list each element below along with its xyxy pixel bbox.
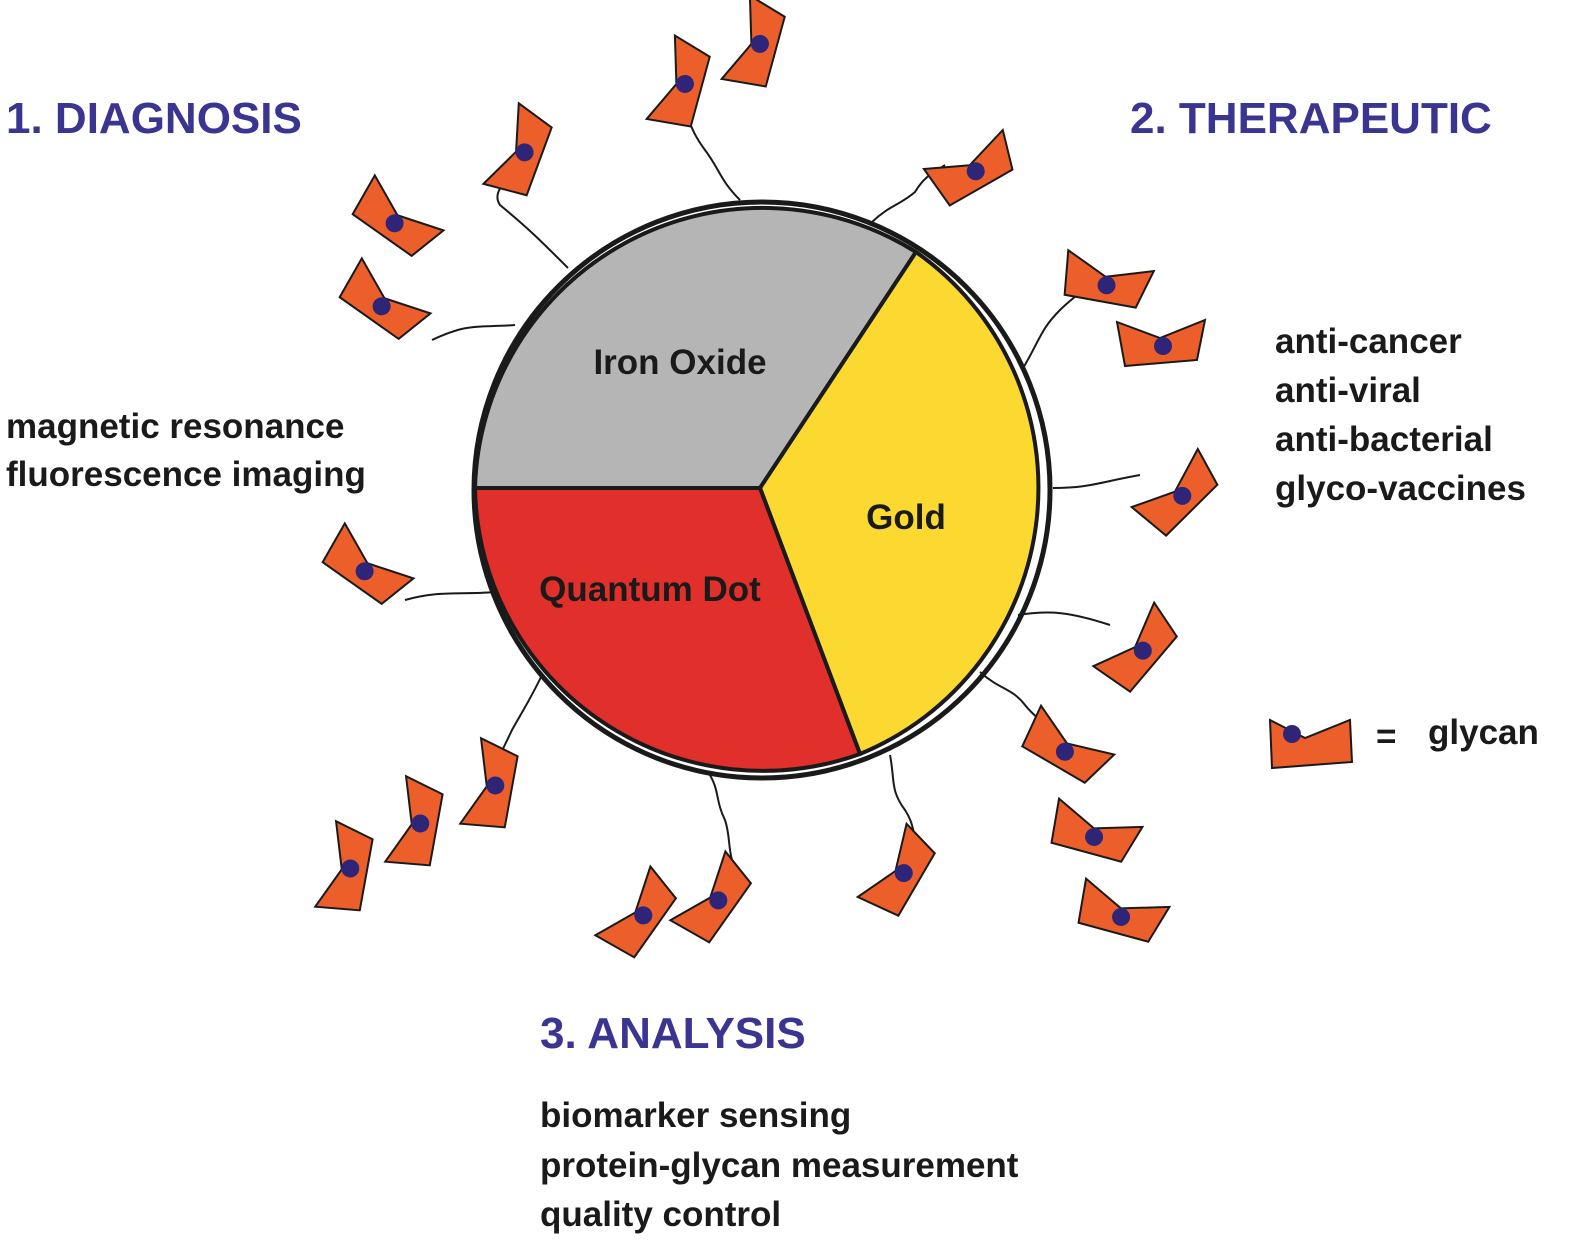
glycan: [855, 821, 936, 917]
linker-chains: [404, 99, 1141, 861]
linker-chain: [707, 771, 733, 861]
glycan-dot: [1085, 827, 1104, 846]
glycan: [481, 101, 553, 197]
glycan-dot: [372, 297, 391, 316]
glycan-icon-shape: [1268, 718, 1354, 770]
glycan-groups: [313, 0, 1219, 959]
gold-label: Gold: [866, 498, 946, 537]
glycan-dot: [486, 776, 505, 795]
therapeutic-line-3: anti-bacterial: [1275, 420, 1493, 459]
glycan: [458, 736, 519, 829]
glycan-dot: [355, 562, 374, 581]
glycan: [321, 521, 416, 606]
analysis-line-2: protein-glycan measurement: [540, 1146, 1019, 1185]
linker-chain: [404, 591, 496, 601]
glycan: [593, 864, 678, 959]
iron-oxide-label: Iron Oxide: [593, 343, 766, 382]
glycan: [313, 819, 374, 912]
glycan: [383, 774, 444, 867]
therapeutic-heading: 2. THERAPEUTIC: [1130, 94, 1492, 143]
legend: = glycan: [1268, 713, 1539, 770]
glycan-dot: [675, 74, 694, 93]
therapeutic-line-4: glyco-vaccines: [1275, 469, 1526, 508]
analysis-line-1: biomarker sensing: [540, 1096, 851, 1135]
glycan: [1129, 446, 1219, 537]
glycan-dot: [1133, 641, 1152, 660]
analysis-heading: 3. ANALYSIS: [540, 1009, 806, 1058]
gold-segment: [758, 250, 1041, 756]
legend-label: glycan: [1428, 713, 1539, 752]
glycan-icon-body: [1268, 718, 1354, 770]
linker-chain: [1052, 474, 1141, 489]
glycan: [1063, 248, 1156, 309]
glycan: [1077, 876, 1172, 943]
legend-equals: =: [1376, 717, 1396, 756]
glycan: [922, 127, 1014, 207]
glycan: [1115, 318, 1207, 368]
diagnosis-line-1: magnetic resonance: [6, 407, 344, 446]
glycan: [1091, 600, 1179, 694]
quantum-dot-label: Quantum Dot: [539, 570, 761, 609]
linker-chain: [1021, 287, 1086, 371]
glycan-icon-dot: [1283, 725, 1301, 743]
glycan: [338, 256, 433, 341]
analysis-section: 3. ANALYSIS biomarker sensing protein-gl…: [540, 1009, 1019, 1234]
glycan: [644, 33, 711, 128]
glycan-dot: [1097, 276, 1116, 295]
glycan-dot: [1055, 742, 1074, 761]
glycan-dot: [750, 34, 769, 53]
therapeutic-line-1: anti-cancer: [1275, 322, 1462, 361]
glycan: [1021, 703, 1117, 784]
glycan-dot: [634, 906, 653, 925]
glycan-dot: [894, 864, 913, 883]
glycan-dot: [385, 214, 404, 233]
therapeutic-line-2: anti-viral: [1275, 371, 1421, 410]
diagnosis-heading: 1. DIAGNOSIS: [6, 94, 302, 143]
glycan-dot: [411, 814, 430, 833]
linker-chain: [431, 324, 516, 341]
glycan-dot: [709, 891, 728, 910]
glycan: [1050, 796, 1145, 863]
glycan-dot: [1154, 337, 1172, 355]
glycan-dot: [515, 143, 534, 162]
glycan-dot: [1173, 486, 1192, 505]
glycan: [719, 0, 786, 88]
glycan: [351, 173, 446, 258]
nanoparticle-outline: [471, 199, 1053, 781]
diagnosis-section: 1. DIAGNOSIS magnetic resonance fluoresc…: [6, 94, 366, 494]
therapeutic-section: 2. THERAPEUTIC anti-cancer anti-viral an…: [1130, 94, 1526, 508]
glycan-dot: [966, 162, 985, 181]
quantum-dot-segment: [473, 486, 862, 773]
nanoparticle: Iron Oxide Gold Quantum Dot: [471, 199, 1053, 781]
analysis-line-3: quality control: [540, 1195, 781, 1234]
diagnosis-line-2: fluorescence imaging: [6, 455, 366, 494]
linker-chain: [1017, 611, 1111, 626]
glycan-dot: [1112, 907, 1131, 926]
glycan-icon: [1268, 718, 1354, 770]
glycan-dot: [341, 859, 360, 878]
glycan: [668, 849, 753, 944]
